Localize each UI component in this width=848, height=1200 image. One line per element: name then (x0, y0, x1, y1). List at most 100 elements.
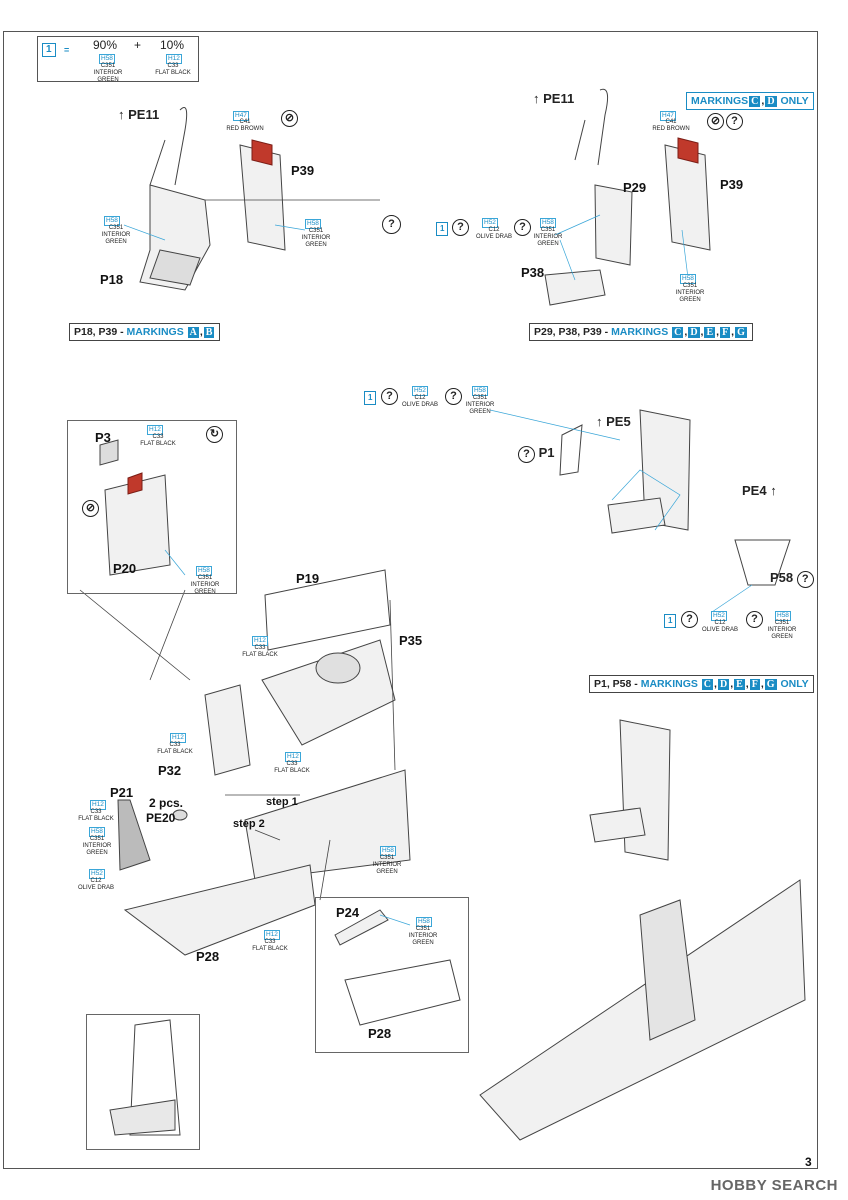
h52-box-top: H52 (482, 218, 498, 228)
part-p24: P24 (336, 905, 360, 920)
h58-box-p20: H58 (196, 566, 212, 576)
page-number: 3 (805, 1155, 812, 1169)
markings-p1p58-box: P1, P58 - MARKINGS C,D,E,F,G ONLY (589, 675, 814, 693)
p20-drawing (104, 474, 171, 576)
seat-frame-p29-drawing (594, 184, 633, 266)
legend-pct-b: 10% (160, 38, 185, 52)
red-cushion-left (251, 139, 273, 166)
two-pcs-label: 2 pcs. (149, 796, 184, 810)
fuselage-floor-drawing (244, 769, 411, 881)
legend-key-box: 1 (42, 43, 56, 57)
h12-box-p35: H12 (285, 752, 301, 762)
cut-icon-right: ⊘ (707, 113, 724, 130)
part-p3: P3 (95, 430, 111, 445)
question-icon-center: ? (382, 215, 401, 234)
mix-key-1: 1 (436, 222, 449, 236)
part-pe4: PE4 ↑ (742, 483, 777, 498)
part-p1: ? P1 (518, 445, 555, 463)
question-icon-6: ? (746, 611, 763, 628)
rotate-icon: ↻ (206, 426, 223, 443)
h12-box-p21: H12 (90, 800, 106, 810)
mix-key-3: 1 (664, 614, 677, 628)
part-pe20: PE20 (146, 811, 176, 825)
h52-box-p21: H52 (89, 869, 105, 879)
h58-box-p24: H58 (416, 917, 432, 927)
part-pe11-right: ↑ PE11 (533, 91, 575, 106)
part-p39-right: P39 (720, 177, 744, 192)
question-icon-3: ? (381, 388, 398, 405)
question-icon-1: ? (452, 219, 469, 236)
part-p18: P18 (100, 272, 124, 287)
cut-icon-left: ⊘ (281, 110, 298, 127)
part-p39-left: P39 (291, 163, 315, 178)
h47-box-right: H47 (660, 111, 676, 121)
p32-bracket-drawing (204, 684, 251, 776)
question-icon-4: ? (445, 388, 462, 405)
h58-box-low: H58 (775, 611, 791, 621)
mix-key-2: 1 (364, 391, 377, 405)
part-p29: P29 (623, 180, 647, 195)
markings-cg-box: P29, P38, P39 - MARKINGS C,D,E,F,G (529, 323, 753, 341)
part-p20: P20 (113, 561, 137, 576)
part-p58: P58 ? (770, 570, 814, 588)
legend-plus: + (134, 38, 142, 52)
step1-label: step 1 (266, 796, 298, 808)
h52-box-low: H52 (711, 611, 727, 621)
h12-box-p32: H12 (170, 733, 186, 743)
h12-box-p3: H12 (147, 425, 163, 435)
red-cushion-right (677, 137, 699, 164)
part-p38: P38 (521, 265, 545, 280)
watermark: HOBBY SEARCH (710, 1177, 838, 1194)
part-p28: P28 (196, 949, 220, 964)
h58-box-top: H58 (540, 218, 556, 228)
markings-ab-box: P18, P39 - MARKINGS A,B (69, 323, 221, 341)
overview-seat-drawing (619, 719, 671, 861)
part-p32: P32 (158, 763, 182, 778)
part-pe5: ↑ PE5 (596, 414, 631, 429)
question-icon-topright: ? (726, 113, 743, 130)
question-icon-2: ? (514, 219, 531, 236)
part-pe11-left: ↑ PE11 (118, 107, 160, 122)
seat-pan-p38-drawing (544, 269, 606, 306)
legend-pct-a: 90% (93, 38, 118, 52)
h58-box-mid: H58 (472, 386, 488, 396)
detail-inset-bottom-left (86, 1014, 200, 1150)
h58-box-p39-right: H58 (680, 274, 696, 284)
h58-box-p18: H58 (104, 216, 120, 226)
cut-icon-p20: ⊘ (82, 500, 99, 517)
overview-fuselage-drawing (479, 879, 806, 1141)
p19-frame-drawing (264, 569, 391, 651)
h58-box-p21: H58 (89, 827, 105, 837)
legend-b-h: H12 (166, 54, 182, 64)
p20-inset (67, 420, 237, 594)
part-p19: P19 (296, 571, 320, 586)
p24-inset (315, 897, 469, 1053)
part-p35: P35 (399, 633, 423, 648)
h58-box-p39: H58 (305, 219, 321, 229)
part-p28-inset: P28 (368, 1026, 392, 1041)
